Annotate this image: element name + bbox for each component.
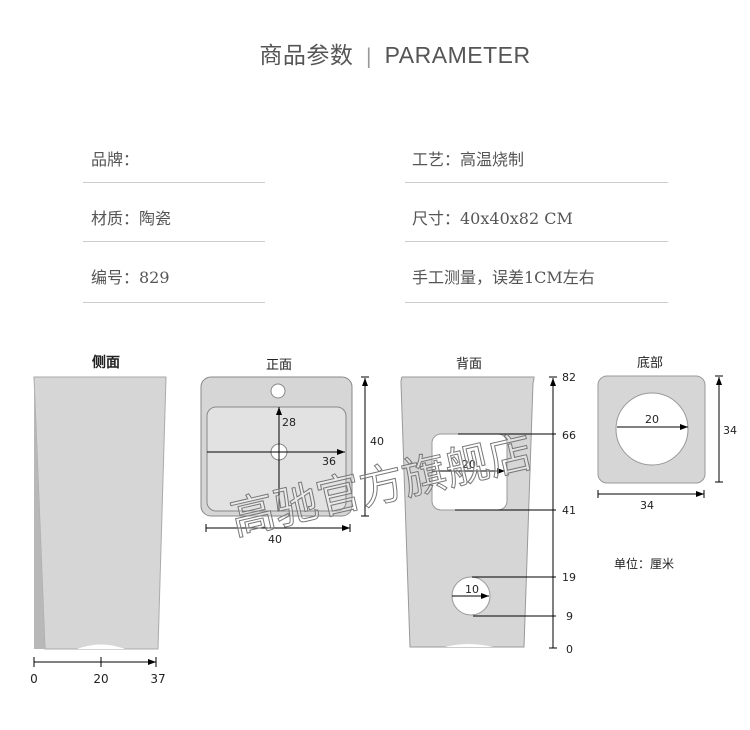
unit-note: 单位：厘米 xyxy=(614,556,674,571)
faucet-hole xyxy=(270,383,286,399)
divider xyxy=(83,241,265,242)
param-brand: 品牌： xyxy=(91,150,140,169)
back-view-label: 背面 xyxy=(456,357,482,372)
back-window-width: 20 xyxy=(462,458,476,471)
side-tick: 37 xyxy=(150,672,165,686)
title-cn: 商品参数 xyxy=(259,43,354,69)
param-tolerance: 手工测量，误差1CM左右 xyxy=(412,268,595,287)
bottom-hole-diameter: 20 xyxy=(645,413,659,426)
back-view: 背面 20 10 82 66 41 19 9 0 xyxy=(400,357,576,656)
front-inner-height: 28 xyxy=(282,416,296,429)
param-craft: 工艺：高温烧制 xyxy=(412,150,525,169)
back-tick: 9 xyxy=(566,610,573,623)
divider xyxy=(405,182,668,183)
bottom-view: 底部 20 34 34 单位：厘米 xyxy=(597,355,737,571)
back-tick: 41 xyxy=(562,504,576,517)
front-view: 正面 28 36 40 40 xyxy=(200,358,384,546)
back-tick: 82 xyxy=(562,371,576,384)
back-tick: 66 xyxy=(562,429,576,442)
bottom-height: 34 xyxy=(723,424,737,437)
front-view-label: 正面 xyxy=(266,358,292,373)
title-separator: | xyxy=(365,44,373,68)
front-inner-width: 36 xyxy=(322,455,336,468)
front-height: 40 xyxy=(370,435,384,448)
param-material: 材质：陶瓷 xyxy=(91,209,172,228)
divider xyxy=(405,302,668,303)
divider xyxy=(405,241,668,242)
side-body xyxy=(33,376,167,650)
divider xyxy=(83,182,265,183)
side-drain xyxy=(77,644,125,649)
page-title: 商品参数 | PARAMETER xyxy=(0,36,750,70)
divider xyxy=(83,302,265,303)
title-en: PARAMETER xyxy=(384,42,531,68)
bottom-width: 34 xyxy=(640,499,654,512)
side-view-label: 侧面 xyxy=(92,354,120,371)
back-drain xyxy=(445,644,493,647)
back-tick: 19 xyxy=(562,571,576,584)
front-width: 40 xyxy=(268,533,282,546)
back-hole-diameter: 10 xyxy=(465,583,479,596)
back-tick: 0 xyxy=(566,643,573,656)
side-shadow xyxy=(34,377,45,649)
side-tick: 0 xyxy=(30,672,38,686)
bottom-hole xyxy=(615,392,689,466)
bottom-view-label: 底部 xyxy=(637,355,663,371)
param-model: 编号：829 xyxy=(91,268,170,287)
side-tick: 20 xyxy=(93,672,108,686)
side-view: 侧面 0 20 37 xyxy=(30,354,167,686)
param-size: 尺寸：40x40x82 CM xyxy=(412,209,573,228)
